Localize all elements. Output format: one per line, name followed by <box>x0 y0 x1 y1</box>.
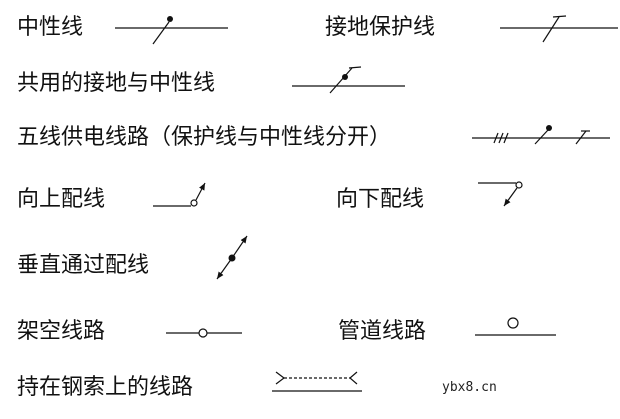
wiring-vertical-through-symbol <box>216 235 248 280</box>
label-conduit-line: 管道线路 <box>338 319 427 344</box>
label-overhead-line: 架空线路 <box>17 319 106 344</box>
label-wiring-downward: 向下配线 <box>336 187 425 212</box>
label-wiring-upward: 向上配线 <box>17 187 106 212</box>
label-vertical-through: 垂直通过配线 <box>17 253 150 278</box>
label-combined-earth-neutral: 共用的接地与中性线 <box>17 71 216 96</box>
label-neutral-line: 中性线 <box>17 15 84 40</box>
wiring-upward-symbol <box>153 182 206 207</box>
five-wire-symbol <box>472 125 610 145</box>
watermark: ybx8.cn <box>442 380 497 395</box>
combined-earth-neutral-symbol <box>292 66 405 94</box>
label-five-wire-supply: 五线供电线路（保护线与中性线分开） <box>17 125 392 150</box>
protective-earth-symbol <box>500 15 618 43</box>
overhead-line-symbol <box>166 328 242 338</box>
steel-cable-line-symbol <box>272 371 362 392</box>
label-steel-cable-line: 持在钢索上的线路 <box>17 375 194 400</box>
wiring-downward-symbol <box>478 181 523 207</box>
conduit-line-symbol <box>475 317 556 336</box>
neutral-line-symbol <box>115 16 228 45</box>
label-protective-earth-line: 接地保护线 <box>325 15 436 40</box>
